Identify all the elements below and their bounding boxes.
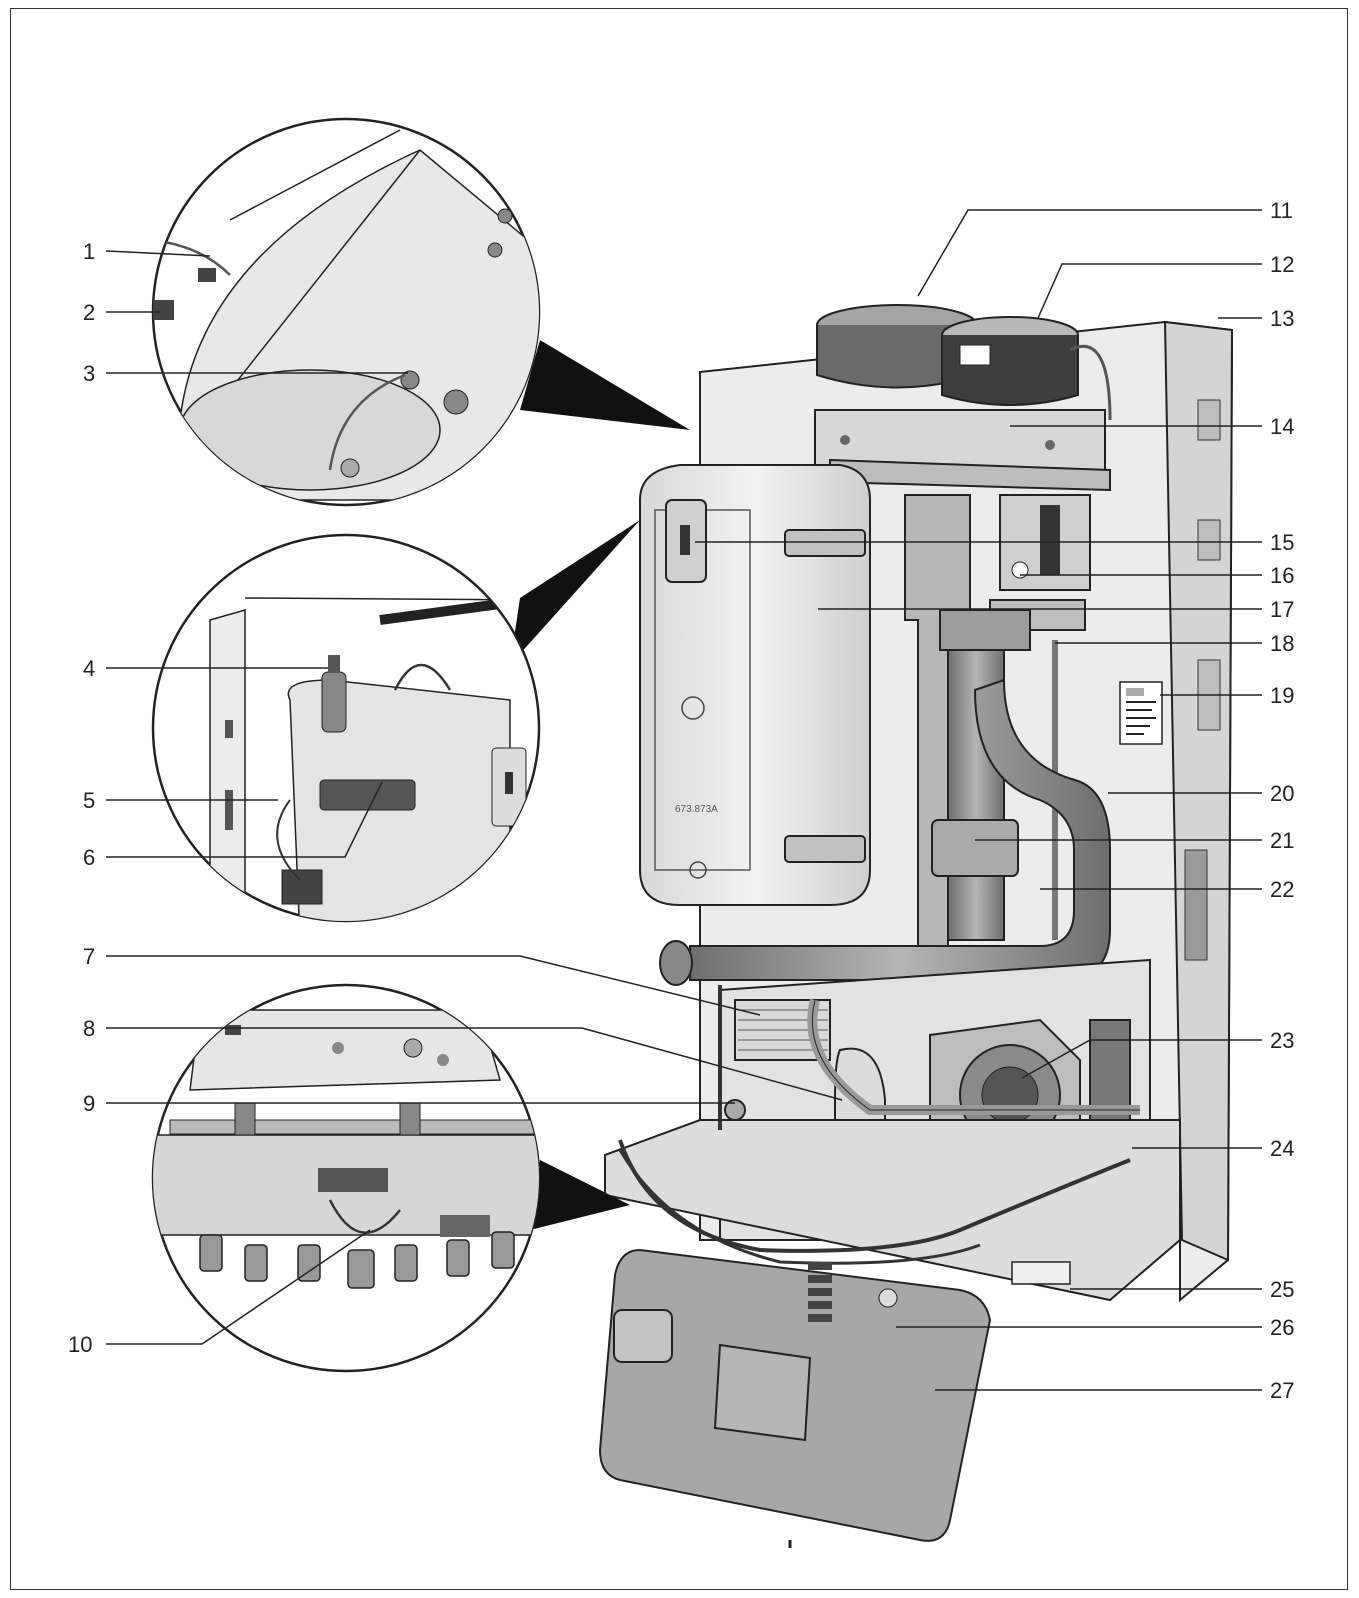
heat-exchanger: 673.873A — [639, 464, 871, 906]
callout-20: 20 — [1270, 781, 1294, 806]
callout-13: 13 — [1270, 306, 1294, 331]
callout-10: 10 — [68, 1332, 92, 1357]
leader-lines — [105, 209, 1262, 1391]
data-plate — [1119, 681, 1163, 745]
zoom-cones — [510, 340, 690, 1230]
callout-5: 5 — [83, 788, 95, 813]
fan-assembly — [814, 304, 1112, 492]
detail-circle-2 — [151, 533, 541, 923]
callout-14: 14 — [1270, 414, 1294, 439]
callout-19: 19 — [1270, 683, 1294, 708]
callout-7: 7 — [83, 944, 95, 969]
callout-27: 27 — [1270, 1378, 1294, 1403]
lower-assembly — [604, 958, 1181, 1302]
callout-9: 9 — [83, 1091, 95, 1116]
detail-circle-3 — [151, 983, 541, 1373]
callout-6: 6 — [83, 845, 95, 870]
callout-25: 25 — [1270, 1277, 1294, 1302]
callout-16: 16 — [1270, 563, 1294, 588]
callout-17: 17 — [1270, 597, 1294, 622]
callout-18: 18 — [1270, 631, 1294, 656]
detail-circle-1 — [151, 117, 541, 507]
callout-15: 15 — [1270, 530, 1294, 555]
callout-22: 22 — [1270, 877, 1294, 902]
callout-12: 12 — [1270, 252, 1294, 277]
callout-21: 21 — [1270, 828, 1294, 853]
callout-8: 8 — [83, 1016, 95, 1041]
callout-24: 24 — [1270, 1136, 1294, 1161]
figure-frame — [10, 8, 1348, 1590]
figure-code: 673.873A — [675, 804, 718, 815]
callout-26: 26 — [1270, 1315, 1294, 1340]
control-box — [598, 1248, 992, 1548]
callout-labels: 1 2 3 4 5 6 7 8 9 10 11 12 13 14 15 16 1… — [68, 198, 1294, 1403]
callout-3: 3 — [83, 361, 95, 386]
callout-1: 1 — [83, 239, 95, 264]
callout-4: 4 — [83, 656, 95, 681]
pipework — [659, 494, 1111, 986]
callout-2: 2 — [83, 300, 95, 325]
boiler-body: 673.873A — [598, 304, 1234, 1548]
callout-23: 23 — [1270, 1028, 1294, 1053]
callout-11: 11 — [1270, 198, 1293, 223]
